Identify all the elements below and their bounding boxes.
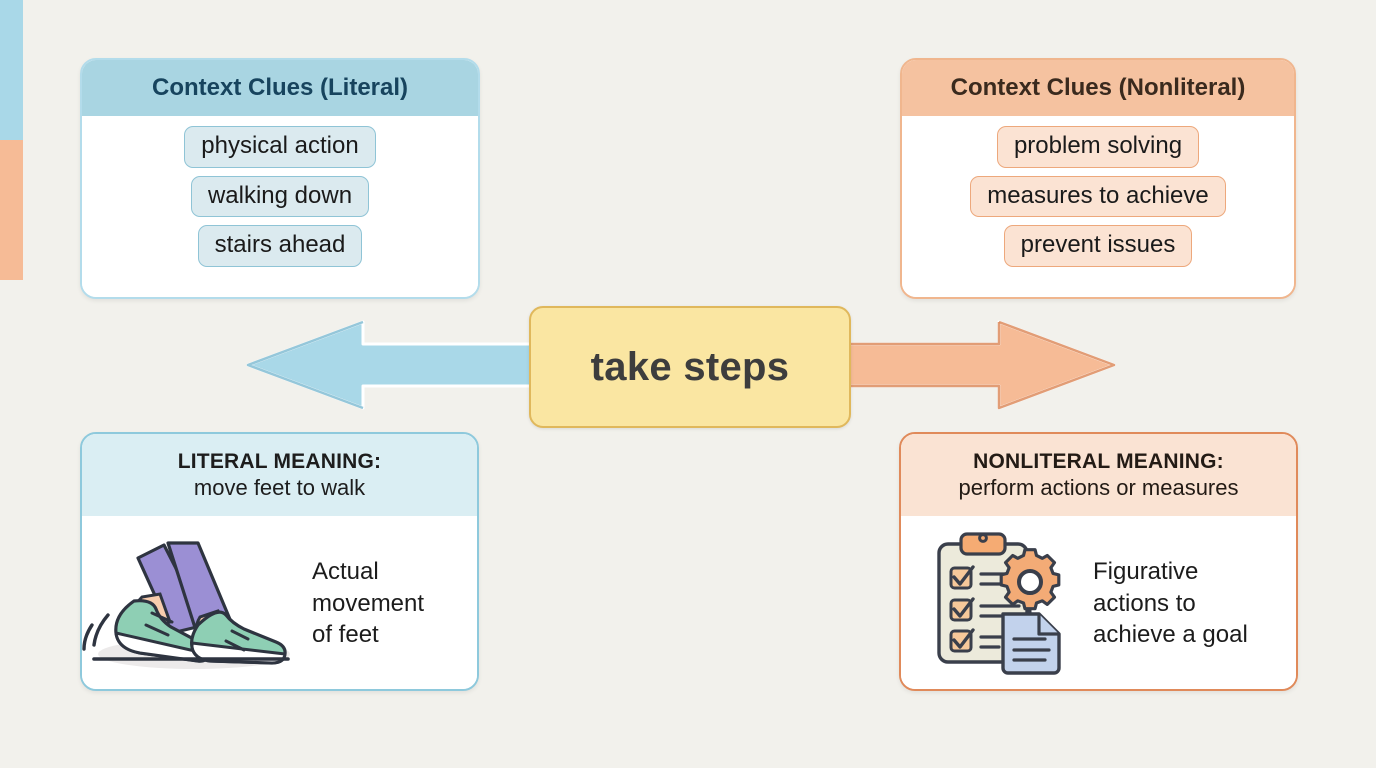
card-body-nonliteral-clues: problem solving measures to achieve prev… (902, 116, 1294, 297)
card-nonliteral-meaning: NONLITERAL MEANING: perform actions or m… (899, 432, 1298, 691)
walking-feet-icon (82, 521, 312, 686)
clue-chip-literal-2: walking down (190, 175, 370, 218)
nonliteral-meaning-definition: perform actions or measures (958, 474, 1239, 500)
center-phrase-label: take steps (590, 344, 790, 389)
card-title-nonliteral-clues: Context Clues (Nonliteral) (950, 74, 1246, 101)
literal-meaning-label: LITERAL MEANING: (177, 449, 382, 473)
clue-chip-literal-3: stairs ahead (197, 225, 363, 267)
arrow-left (246, 320, 548, 410)
card-context-clues-nonliteral: Context Clues (Nonliteral) problem solvi… (900, 58, 1296, 299)
card-body-literal-meaning: Actual movement of feet (82, 516, 477, 689)
nonliteral-meaning-label: NONLITERAL MEANING: (973, 449, 1224, 473)
nonliteral-caption-line-3: achieve a goal (1093, 621, 1248, 649)
clue-chip-nonliteral-1: problem solving (996, 126, 1200, 168)
card-header-nonliteral-clues: Context Clues (Nonliteral) (902, 60, 1294, 116)
clue-chip-literal-1: physical action (184, 126, 376, 168)
nonliteral-meaning-caption: Figurative actions to achieve a goal (1093, 556, 1248, 652)
clue-chip-nonliteral-3: prevent issues (1003, 225, 1193, 267)
literal-meaning-definition: move feet to walk (193, 474, 366, 500)
nonliteral-caption-line-2: actions to (1093, 589, 1196, 617)
card-body-literal-clues: physical action walking down stairs ahea… (82, 116, 478, 297)
connector-trunk-nonliteral (0, 140, 23, 280)
card-header-nonliteral-meaning: NONLITERAL MEANING: perform actions or m… (901, 434, 1296, 516)
center-phrase-take-steps: take steps (529, 306, 851, 428)
literal-caption-line-1: Actual (312, 557, 379, 585)
arrow-right (834, 320, 1116, 410)
literal-caption-line-3: of feet (312, 621, 379, 649)
card-header-literal-clues: Context Clues (Literal) (82, 60, 478, 116)
card-title-literal-clues: Context Clues (Literal) (151, 74, 409, 101)
card-context-clues-literal: Context Clues (Literal) physical action … (80, 58, 480, 299)
card-literal-meaning: LITERAL MEANING: move feet to walk (80, 432, 479, 691)
connector-trunk-literal (0, 0, 23, 140)
card-body-nonliteral-meaning: Figurative actions to achieve a goal (901, 516, 1296, 689)
literal-meaning-caption: Actual movement of feet (312, 556, 424, 652)
clue-chip-nonliteral-2: measures to achieve (970, 175, 1226, 218)
literal-caption-line-2: movement (312, 589, 425, 617)
card-header-literal-meaning: LITERAL MEANING: move feet to walk (82, 434, 477, 516)
nonliteral-caption-line-1: Figurative (1093, 557, 1199, 585)
clipboard-gear-document-icon (927, 526, 1077, 681)
